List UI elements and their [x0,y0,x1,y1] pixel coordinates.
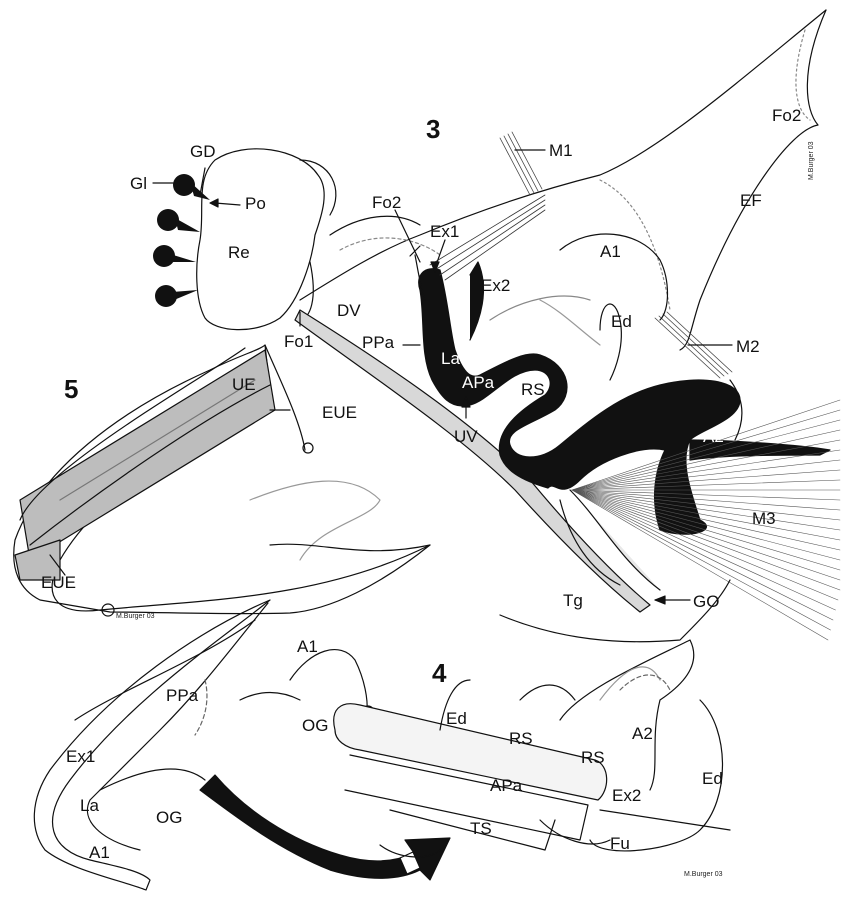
label-ex1: Ex1 [430,223,459,240]
label-ue: UE [232,376,256,393]
label-ex2: Ex2 [481,277,510,294]
label-po: Po [245,195,266,212]
label-ef: EF [740,192,762,209]
label-rs: RS [521,381,545,398]
label-fu: Fu [610,835,630,852]
label-apa: APa [462,374,494,391]
figure-number-4: 4 [432,660,446,686]
sheath-TS [334,704,607,800]
label-m2: M2 [736,338,760,355]
label-fo2-outer: Fo2 [772,107,801,124]
label-la: La [441,350,460,367]
gland-cells [153,174,210,307]
label-la: La [80,797,99,814]
label-ts: TS [470,820,492,837]
label-m1: M1 [549,142,573,159]
label-fo2-inner: Fo2 [372,194,401,211]
label-gl: Gl [130,175,147,192]
label-dv: DV [337,302,361,319]
label-rs-right: RS [581,749,605,766]
signature-fig4: M.Burger 03 [684,871,723,878]
signature-fig5: M.Burger 03 [116,613,155,620]
signature-fig3: M.Burger 03 [808,141,815,180]
label-ed-right: Ed [702,770,723,787]
label-ppa: PPa [362,334,394,351]
label-fo1: Fo1 [284,333,313,350]
label-go: GO [693,593,719,610]
label-a2: A2 [632,725,653,742]
label-apa: APa [490,777,522,794]
label-a2: A2 [703,428,724,445]
label-ex2: Ex2 [612,787,641,804]
muscle-M1 [500,132,542,195]
label-ed-left: Ed [446,710,467,727]
label-re: Re [228,244,250,261]
receptaculum-outline [197,149,324,330]
label-eue-bottom: EUE [41,574,76,591]
label-ed: Ed [611,313,632,330]
label-og-bottom: OG [156,809,182,826]
label-a1-top: A1 [297,638,318,655]
label-rs-left: RS [509,730,533,747]
label-gd: GD [190,143,216,160]
label-tg: Tg [563,592,583,609]
figure-number-5: 5 [64,376,78,402]
label-ex1: Ex1 [66,748,95,765]
label-a1: A1 [600,243,621,260]
label-eue-top: EUE [322,404,357,421]
label-a1-bottom: A1 [89,844,110,861]
label-m3: M3 [752,510,776,527]
label-uv: UV [454,428,478,445]
fold-EF [680,10,826,350]
label-ppa: PPa [166,687,198,704]
figure-number-3: 3 [426,116,440,142]
fig4-left-outline [34,600,270,890]
label-og-top: OG [302,717,328,734]
